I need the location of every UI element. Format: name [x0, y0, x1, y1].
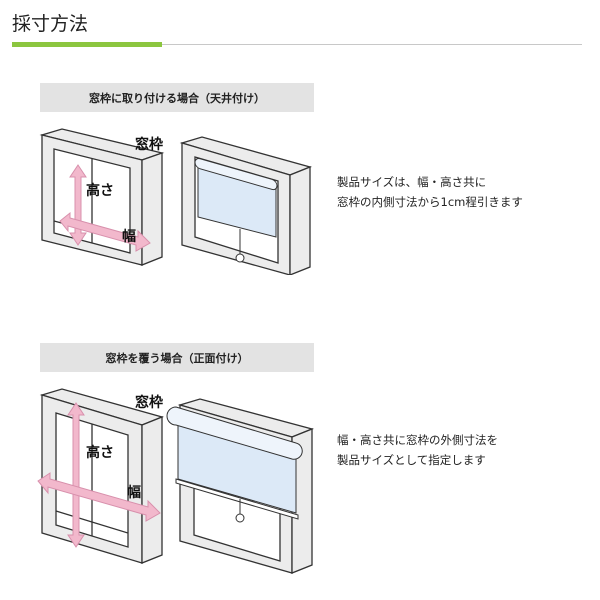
label-height: 高さ	[86, 444, 114, 461]
label-frame: 窓枠	[135, 394, 163, 411]
page-title: 採寸方法	[12, 13, 89, 35]
outside-mount-description: 幅・高さ共に窓枠の外側寸法を 製品サイズとして指定します	[337, 430, 498, 470]
outside-mount-diagram: 窓枠 高さ 幅	[37, 388, 315, 574]
window-frame-left	[39, 388, 165, 564]
title-divider	[12, 44, 582, 45]
label-width: 幅	[127, 484, 141, 501]
section-heading-inside-mount: 窓枠に取り付ける場合（天井付け）	[40, 83, 314, 112]
roller-blind	[194, 158, 278, 263]
roller-blind	[166, 406, 303, 523]
title-accent-bar	[12, 42, 162, 47]
inside-mount-description: 製品サイズは、幅・高さ共に 窓枠の内側寸法から1cm程引きます	[337, 172, 523, 212]
description-line: 幅・高さ共に窓枠の外側寸法を	[337, 433, 498, 447]
section-heading-outside-mount: 窓枠を覆う場合（正面付け）	[40, 343, 314, 372]
label-width: 幅	[122, 228, 136, 245]
label-height: 高さ	[86, 182, 114, 199]
description-line: 窓枠の内側寸法から1cm程引きます	[337, 195, 523, 209]
inside-mount-diagram: 窓枠 高さ 幅	[39, 128, 313, 275]
measure-arrows	[59, 164, 151, 252]
description-line: 製品サイズとして指定します	[337, 453, 486, 467]
measure-arrows	[37, 402, 161, 548]
label-frame: 窓枠	[135, 136, 163, 153]
description-line: 製品サイズは、幅・高さ共に	[337, 175, 487, 189]
